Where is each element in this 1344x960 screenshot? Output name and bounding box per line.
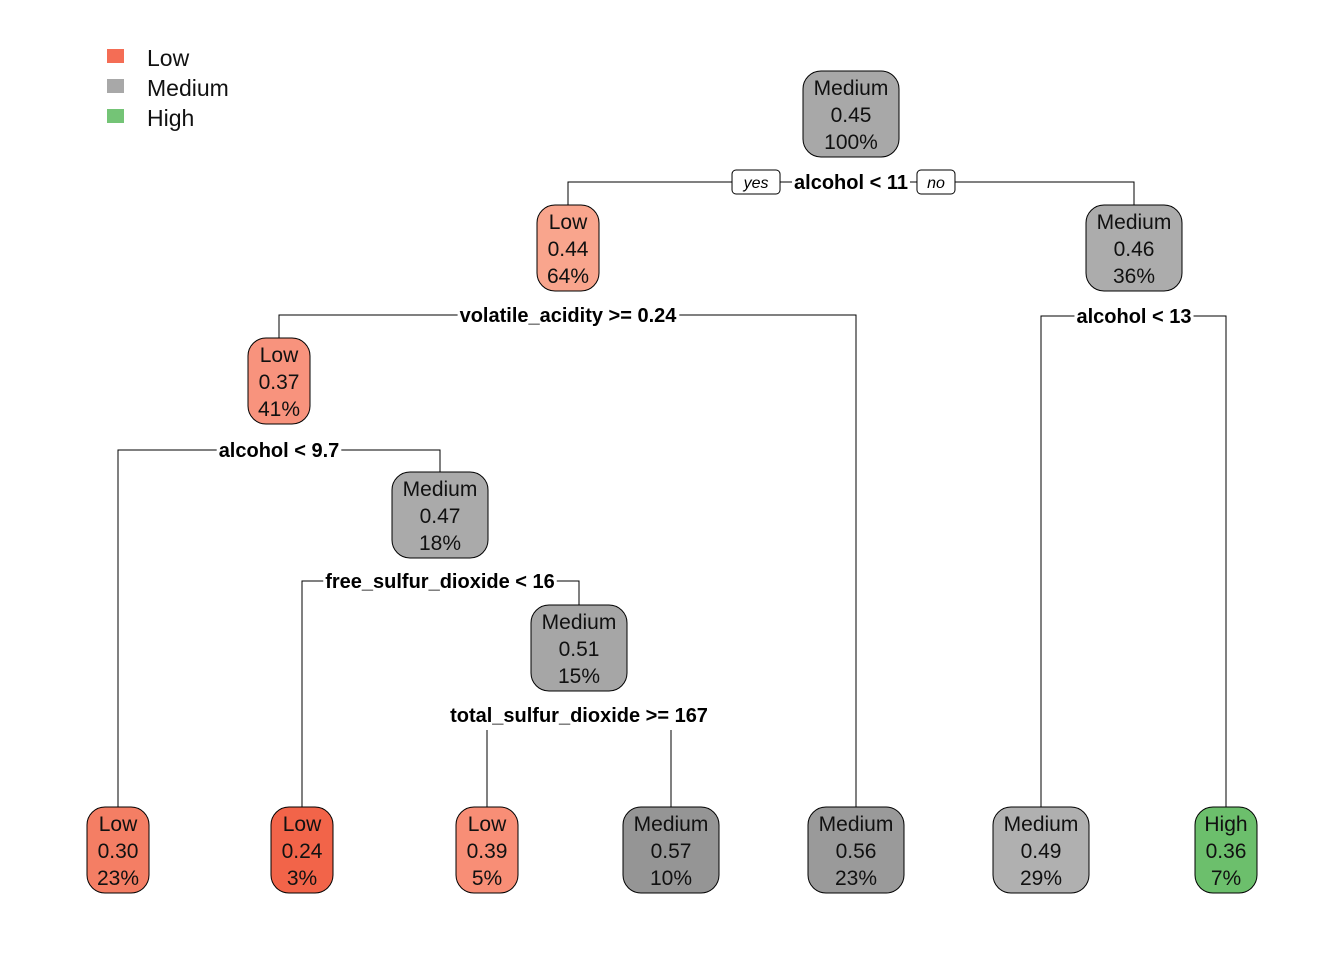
split-label-bg <box>448 705 710 727</box>
node-l6: Medium 0.49 29% <box>992 806 1090 894</box>
node-class: Medium <box>542 611 617 634</box>
edge-s3 <box>1040 315 1227 807</box>
node-percent: 64% <box>547 265 589 288</box>
node-class: Medium <box>814 77 889 100</box>
node-class: Low <box>260 344 299 367</box>
node-box <box>622 806 720 894</box>
node-percent: 10% <box>650 867 692 890</box>
split-label-s2: volatile_acidity >= 0.24 <box>460 305 678 327</box>
node-class: Low <box>99 813 138 836</box>
node-percent: 15% <box>558 665 600 688</box>
node-percent: 7% <box>1211 867 1241 890</box>
node-box <box>992 806 1090 894</box>
node-class: Low <box>468 813 507 836</box>
node-percent: 23% <box>835 867 877 890</box>
node-class: Low <box>283 813 322 836</box>
legend-swatch-low <box>107 49 124 63</box>
legend-label-high: High <box>147 105 194 131</box>
node-box <box>807 806 905 894</box>
node-value: 0.30 <box>98 840 139 863</box>
node-l2: Low 0.24 3% <box>270 806 334 894</box>
node-n1: Medium 0.45 100% <box>802 70 900 158</box>
node-value: 0.36 <box>1206 840 1247 863</box>
node-box <box>247 337 311 425</box>
node-value: 0.57 <box>651 840 692 863</box>
node-value: 0.24 <box>282 840 323 863</box>
node-class: Medium <box>1097 211 1172 234</box>
split-label-bg <box>323 571 557 593</box>
node-percent: 41% <box>258 398 300 421</box>
node-box <box>1085 204 1183 292</box>
node-percent: 29% <box>1020 867 1062 890</box>
node-box <box>391 471 489 559</box>
no-label-box <box>916 169 956 195</box>
node-value: 0.45 <box>831 104 872 127</box>
node-box <box>802 70 900 158</box>
node-l3: Low 0.39 5% <box>455 806 519 894</box>
node-n5: Medium 0.47 18% <box>391 471 489 559</box>
node-box <box>536 204 600 292</box>
node-class: Low <box>549 211 588 234</box>
node-value: 0.39 <box>467 840 508 863</box>
node-n2: Low 0.44 64% <box>536 204 600 292</box>
split-label-bg <box>457 305 680 327</box>
split-label-bg <box>1074 306 1194 328</box>
node-percent: 5% <box>472 867 502 890</box>
yes-label-box <box>731 169 781 195</box>
legend-label-low: Low <box>147 45 190 71</box>
node-value: 0.51 <box>559 638 600 661</box>
yes-label: yes <box>743 175 769 192</box>
node-percent: 100% <box>824 131 878 154</box>
node-percent: 3% <box>287 867 317 890</box>
node-l4: Medium 0.57 10% <box>622 806 720 894</box>
split-label-s5: free_sulfur_dioxide < 16 <box>325 571 555 593</box>
split-label-s4: alcohol < 9.7 <box>219 440 340 462</box>
node-value: 0.44 <box>548 238 589 261</box>
node-box <box>530 604 628 692</box>
node-class: Medium <box>403 478 478 501</box>
node-value: 0.49 <box>1021 840 1062 863</box>
node-class: High <box>1204 813 1247 836</box>
node-value: 0.37 <box>259 371 300 394</box>
no-label: no <box>927 175 945 192</box>
node-box <box>270 806 334 894</box>
tree-nodes: Medium 0.45 100% Low 0.44 64% Medium 0.46 36% Low… <box>86 70 1258 894</box>
node-percent: 36% <box>1113 265 1155 288</box>
split-labels: alcohol < 11 yes no volatile_acidity >= 0.2… <box>216 169 1194 727</box>
legend-swatch-high <box>107 109 124 123</box>
split-label-bg <box>792 172 910 194</box>
node-value: 0.47 <box>420 505 461 528</box>
node-percent: 23% <box>97 867 139 890</box>
node-n3: Medium 0.46 36% <box>1085 204 1183 292</box>
node-value: 0.46 <box>1114 238 1155 261</box>
node-box <box>1194 806 1258 894</box>
node-l7: High 0.36 7% <box>1194 806 1258 894</box>
node-class: Medium <box>819 813 894 836</box>
legend-label-medium: Medium <box>147 75 229 101</box>
node-n4: Low 0.37 41% <box>247 337 311 425</box>
node-class: Medium <box>1004 813 1079 836</box>
split-label-s6: total_sulfur_dioxide >= 167 <box>450 705 708 727</box>
node-box <box>455 806 519 894</box>
node-class: Medium <box>634 813 709 836</box>
edge-s2 <box>278 314 857 807</box>
node-n6: Medium 0.51 15% <box>530 604 628 692</box>
node-box <box>86 806 150 894</box>
node-percent: 18% <box>419 532 461 555</box>
legend-swatch-medium <box>107 79 124 93</box>
node-l1: Low 0.30 23% <box>86 806 150 894</box>
node-l5: Medium 0.56 23% <box>807 806 905 894</box>
node-value: 0.56 <box>836 840 877 863</box>
split-label-bg <box>216 440 342 462</box>
split-label-s3: alcohol < 13 <box>1076 306 1191 328</box>
split-label-s1: alcohol < 11 <box>794 172 908 194</box>
